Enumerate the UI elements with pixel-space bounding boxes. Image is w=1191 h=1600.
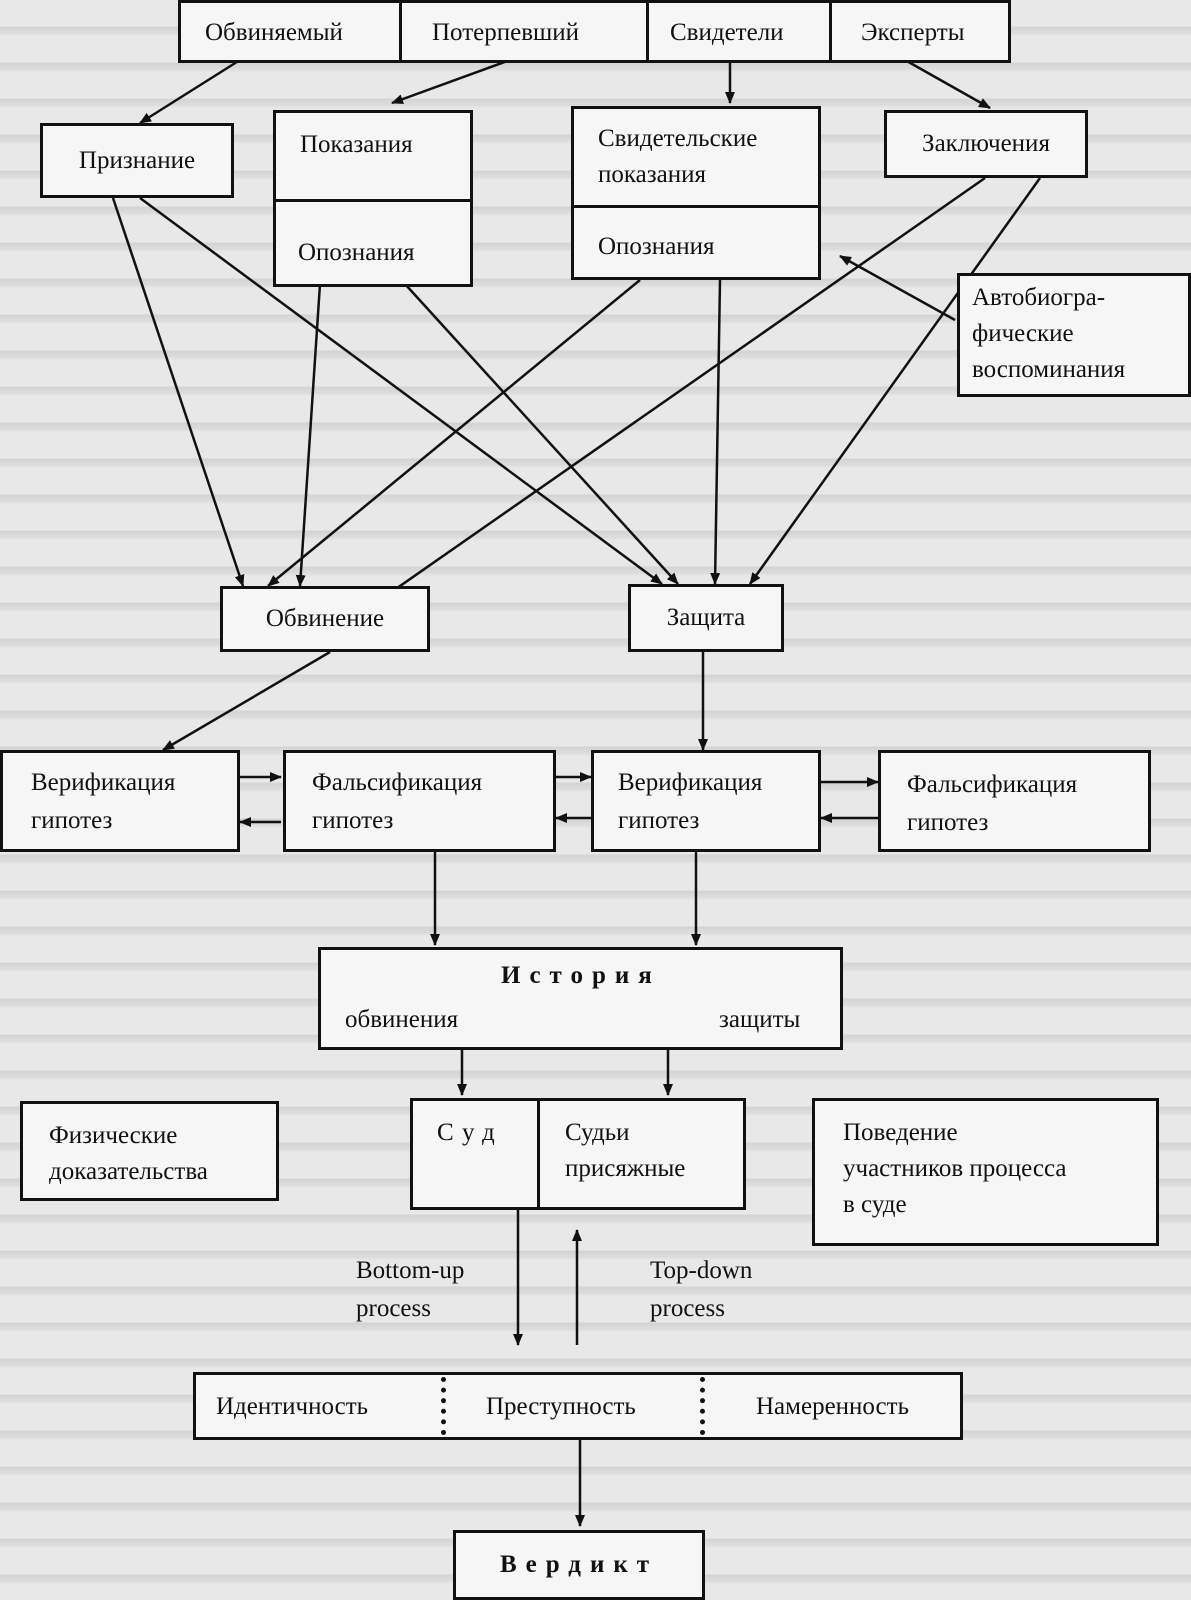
history-defense-label: защиты	[719, 1006, 801, 1033]
arrow-identification2-defense	[710, 279, 722, 585]
arrow-identification2-prosecution	[267, 279, 641, 587]
criminality-label: Преступность	[486, 1393, 636, 1420]
arrow-accused-confession	[139, 58, 241, 125]
behavior-box: Поведение участников процесса в суде	[812, 1098, 1159, 1246]
history-prosecution-label: обвинения	[345, 1006, 459, 1033]
verification-1-line2: гипотез	[31, 807, 113, 834]
arrow-conclusions-defense	[748, 177, 1042, 585]
top-down-line1: Top-down	[650, 1257, 753, 1284]
autobio-line2: фические	[972, 320, 1074, 347]
history-title: История	[501, 962, 661, 989]
history-box: История обвинения защиты	[318, 947, 843, 1050]
defense-label: Защита	[666, 604, 746, 631]
confession-box: Признание	[40, 123, 234, 198]
witness-testimony-line1: Свидетельские	[598, 125, 758, 152]
falsification-2-box: Фальсификация гипотез	[878, 750, 1151, 852]
prosecution-box: Обвинение	[220, 586, 430, 652]
falsification-2-line1: Фальсификация	[907, 771, 1078, 798]
witness-testimony-line2: показания	[598, 161, 706, 188]
verification-2-line1: Верификация	[618, 769, 763, 796]
witness-testimony-box: Свидетельские показания Опознания	[571, 106, 821, 280]
autobio-box: Автобиогра- фические воспоминания	[957, 273, 1191, 397]
verification-1-box: Верификация гипотез	[0, 750, 240, 852]
physical-evidence-box: Физические доказательства	[20, 1101, 279, 1201]
sources-box: Обвиняемый Потерпевший Свидетели Эксперт…	[178, 0, 1011, 63]
conclusions-box: Заключения	[884, 110, 1088, 178]
victim-label: Потерпевший	[432, 19, 580, 46]
verdict-box: Вердикт	[453, 1530, 705, 1600]
jury-line1: Судьи	[565, 1119, 630, 1146]
arrow-autobio-identification2	[839, 254, 956, 322]
falsification-1-box: Фальсификация гипотез	[283, 750, 556, 852]
accused-label: Обвиняемый	[205, 19, 343, 46]
autobio-line1: Автобиогра-	[972, 284, 1106, 311]
identity-label: Идентичность	[216, 1393, 369, 1420]
falsification-2-line2: гипотез	[907, 809, 989, 836]
court-jury-box: Суд Судьи присяжные	[410, 1098, 746, 1210]
top-down-label: Top-down process	[650, 1252, 752, 1328]
top-down-line2: process	[650, 1295, 725, 1322]
witnesses-label: Свидетели	[670, 19, 784, 46]
falsification-1-line2: гипотез	[312, 807, 394, 834]
behavior-line1: Поведение	[843, 1119, 958, 1146]
testimony-identification-box: Показания Опознания	[273, 110, 473, 287]
behavior-line2: участников процесса	[843, 1155, 1067, 1182]
verification-2-box: Верификация гипотез	[591, 750, 821, 852]
identification-2-label: Опознания	[598, 233, 715, 260]
prosecution-label: Обвинение	[265, 605, 385, 632]
court-label: Суд	[437, 1119, 504, 1146]
arrow-conclusions-prosecution	[379, 176, 986, 602]
intent-label: Намеренность	[756, 1393, 909, 1420]
arrow-prosecution-verification	[162, 650, 331, 752]
autobio-line3: воспоминания	[972, 356, 1126, 383]
experts-label: Эксперты	[861, 19, 965, 46]
physical-line2: доказательства	[49, 1158, 208, 1185]
bottom-up-line2: process	[356, 1295, 431, 1322]
bottom-up-label: Bottom-up process	[356, 1252, 464, 1328]
conclusions-label: Заключения	[922, 130, 1050, 157]
jury-line2: присяжные	[565, 1155, 686, 1182]
arrow-confession-defense	[139, 196, 663, 586]
arrow-experts-conclusions	[904, 58, 991, 110]
identification-1-label: Опознания	[298, 239, 415, 266]
judgment-box: Идентичность Преступность Намеренность	[193, 1372, 963, 1440]
behavior-line3: в суде	[843, 1191, 907, 1218]
bottom-up-line1: Bottom-up	[356, 1257, 465, 1284]
verification-1-line1: Верификация	[31, 769, 176, 796]
arrow-confession-prosecution	[111, 197, 245, 587]
confession-label: Признание	[78, 146, 196, 174]
arrow-victim-testimony	[391, 58, 511, 105]
defense-box: Защита	[628, 584, 784, 652]
arrow-identification1-defense	[404, 283, 679, 585]
testimony-label: Показания	[300, 131, 413, 158]
arrow-identification1-prosecution	[295, 283, 322, 587]
verdict-label: Вердикт	[499, 1551, 659, 1578]
physical-line1: Физические	[49, 1122, 178, 1149]
falsification-1-line1: Фальсификация	[312, 769, 483, 796]
verification-2-line2: гипотез	[618, 807, 700, 834]
